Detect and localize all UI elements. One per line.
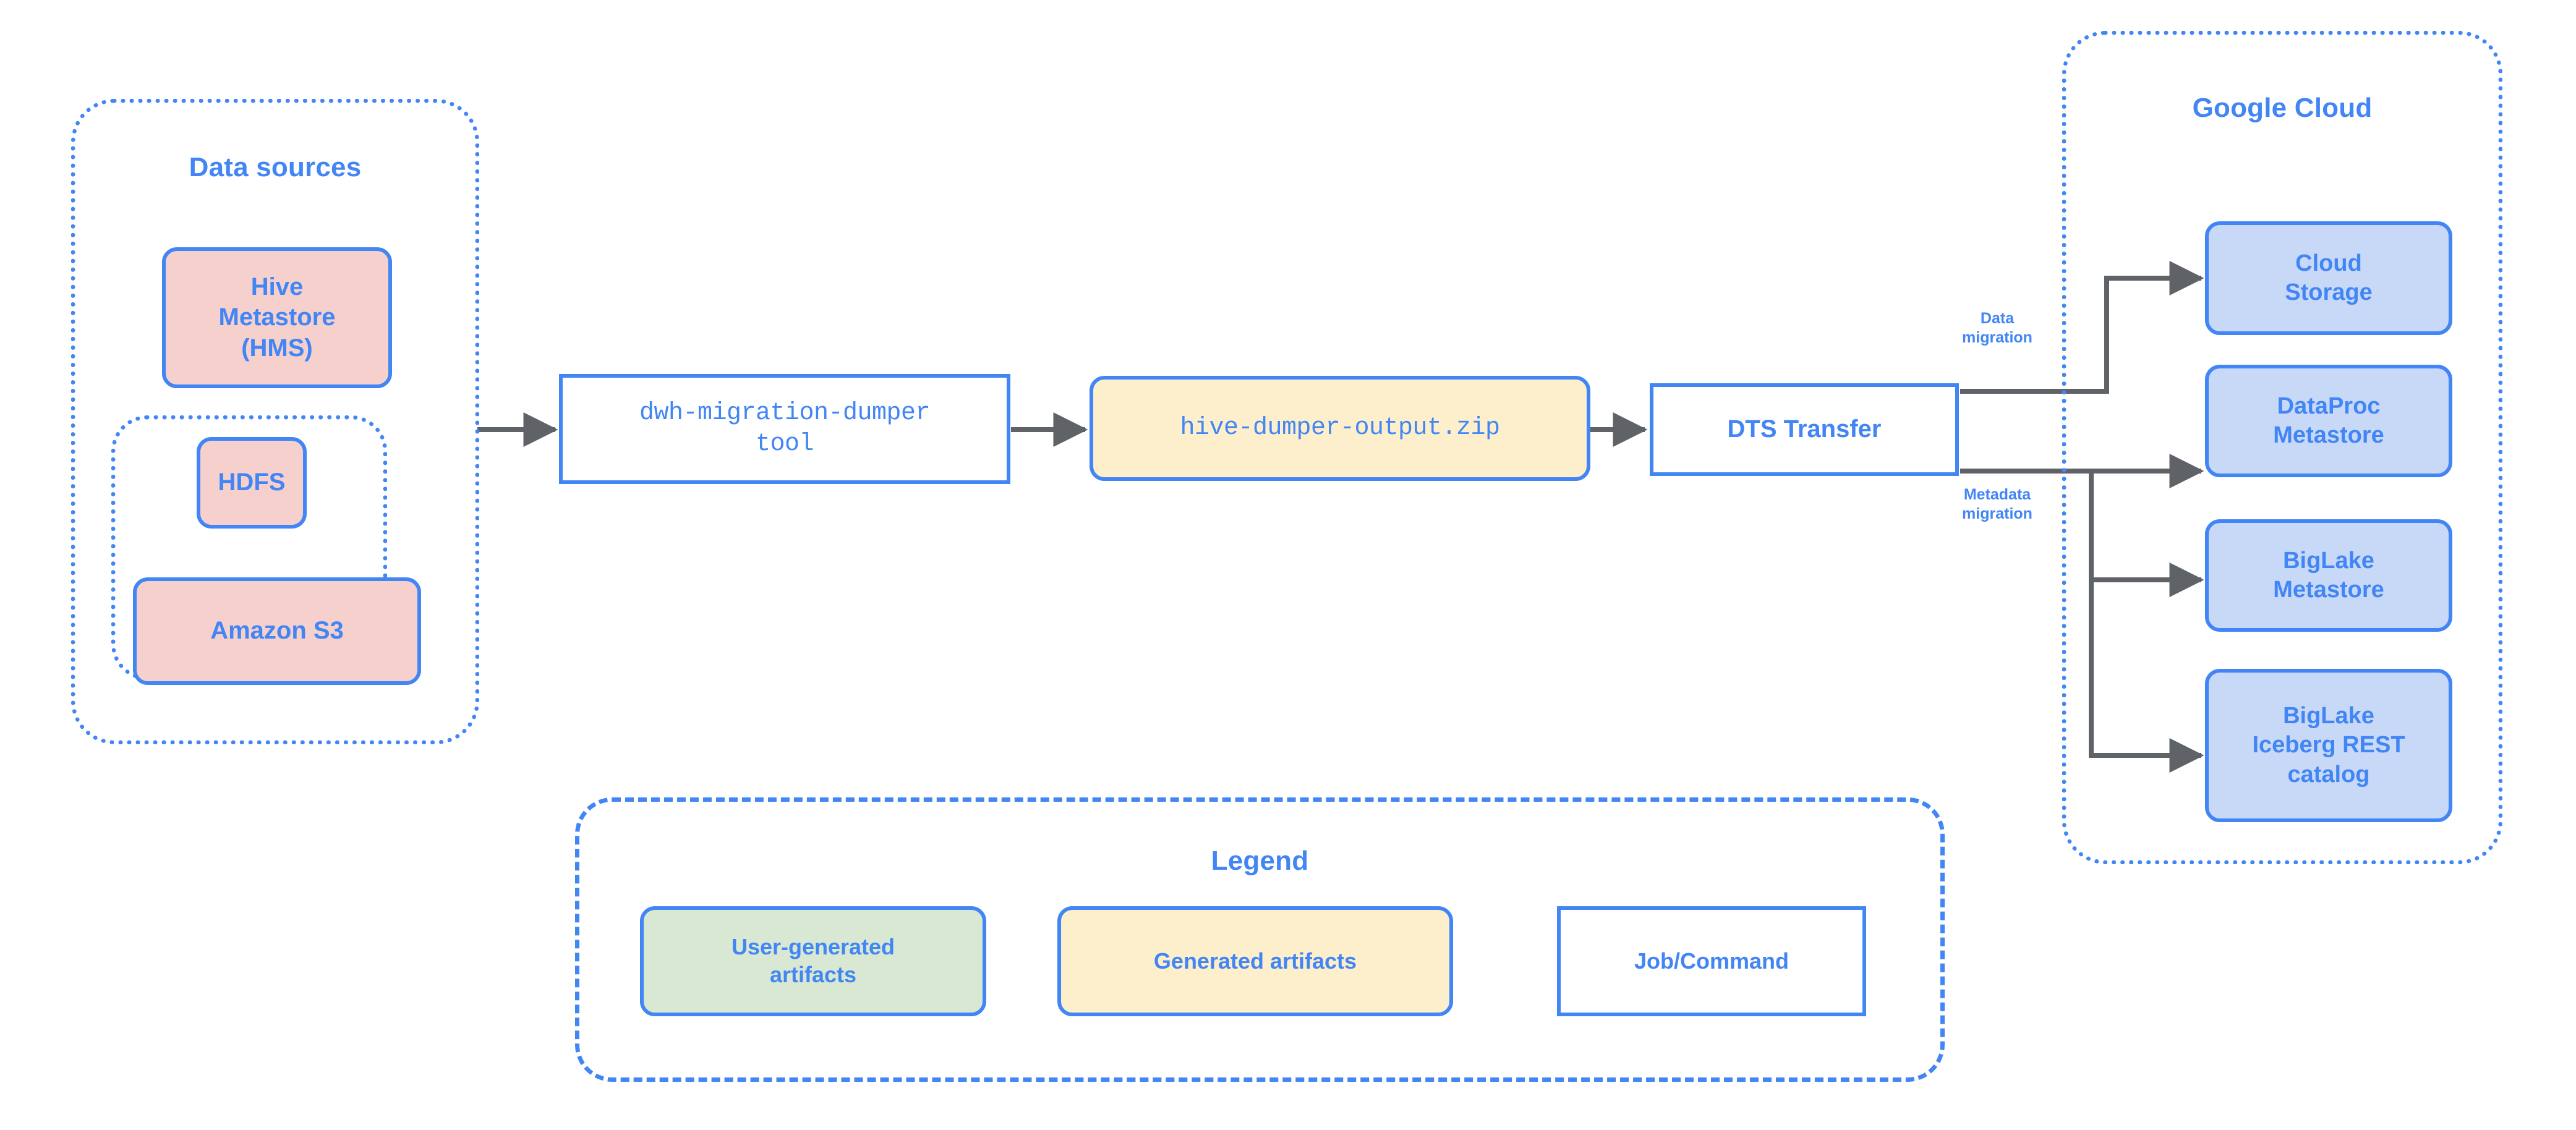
legend-item-generated-artifacts: Generated artifacts — [1057, 906, 1453, 1016]
legend-item-job-command: Job/Command — [1557, 906, 1866, 1016]
node-hdfs[interactable]: HDFS — [197, 437, 307, 529]
data-sources-group — [71, 99, 479, 744]
node-amazon-s3[interactable]: Amazon S3 — [133, 577, 421, 685]
legend-group — [575, 797, 1945, 1082]
node-dumper-output[interactable]: hive-dumper-output.zip — [1090, 376, 1590, 481]
node-biglake-iceberg-rest-catalog[interactable]: BigLake Iceberg REST catalog — [2205, 669, 2452, 822]
node-dataproc-metastore[interactable]: DataProc Metastore — [2205, 365, 2452, 477]
legend-title: Legend — [1211, 846, 1309, 876]
edge-label-data-migration: Data migration — [1962, 310, 2032, 347]
node-dumper-tool[interactable]: dwh-migration-dumper tool — [559, 374, 1010, 484]
google-cloud-group — [2062, 31, 2502, 864]
edge-label-metadata-migration: Metadata migration — [1962, 486, 2032, 523]
node-biglake-metastore[interactable]: BigLake Metastore — [2205, 519, 2452, 632]
data-sources-title: Data sources — [189, 152, 362, 182]
google-cloud-title: Google Cloud — [2192, 93, 2373, 123]
legend-item-user-generated-artifacts: User-generated artifacts — [640, 906, 986, 1016]
node-hive-metastore[interactable]: Hive Metastore (HMS) — [162, 247, 392, 388]
node-dts-transfer[interactable]: DTS Transfer — [1650, 383, 1959, 476]
node-cloud-storage[interactable]: Cloud Storage — [2205, 221, 2452, 335]
